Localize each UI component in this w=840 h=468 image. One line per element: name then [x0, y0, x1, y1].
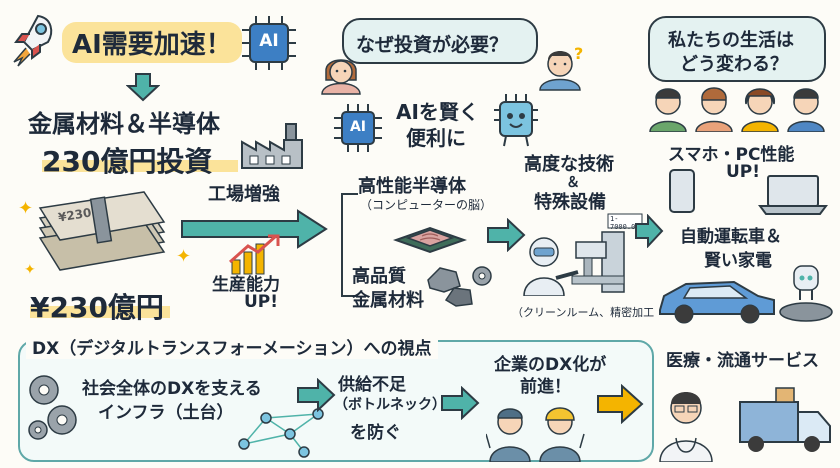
- car-line2: 賢い家電: [704, 251, 772, 271]
- branch-connector: [330, 190, 360, 304]
- why-bubble: [342, 18, 538, 64]
- sparkle-icon: ✦: [24, 262, 36, 278]
- network-icon: [234, 404, 330, 458]
- ai-line1: AIを賢く: [396, 100, 479, 124]
- tech-caption: （クリーンルーム、精密加工: [512, 306, 655, 319]
- supply-line2: （ボトルネック）: [334, 397, 446, 413]
- sparkle-icon: ✦: [176, 246, 192, 267]
- brain-chip-icon: [392, 212, 468, 256]
- pc-line1: スマホ・PC性能: [668, 145, 795, 165]
- header-title: AI需要加速！: [62, 22, 242, 63]
- right-arrow-icon: [180, 208, 330, 254]
- ai-line2: 便利に: [406, 126, 466, 150]
- investment-line1: 金属材料＆半導体: [28, 110, 220, 138]
- ai-chip-label: AI: [259, 31, 279, 51]
- sparkle-icon: ✦: [18, 198, 34, 219]
- growth-chart-icon: [226, 232, 284, 276]
- semi-line1: 高性能半導体: [358, 176, 466, 197]
- right-arrow-icon: [296, 377, 336, 416]
- family-avatars-icon: [646, 80, 832, 133]
- yellow-arrow-icon: [596, 383, 644, 428]
- semi-line2: （コンピューターの脳）: [360, 198, 493, 212]
- machine-screen-text: 1-7000.00: [610, 215, 640, 231]
- supply-line3: を防ぐ: [350, 423, 401, 443]
- medical-label: 医療・流通サービス: [666, 351, 819, 371]
- life-bubble: [648, 16, 826, 82]
- ai-chip-small-icon: AI: [332, 102, 384, 154]
- tech-line1: 高度な技術: [524, 154, 614, 175]
- tech-line2: ＆: [566, 175, 580, 191]
- car-robot-icon: [656, 260, 836, 328]
- metal-line1: 高品質: [352, 266, 406, 287]
- supply-line1: 供給不足: [338, 375, 406, 395]
- capacity-line2: UP!: [244, 292, 279, 312]
- ai-chip-small-label: AI: [349, 119, 367, 135]
- gears-icon: [24, 370, 80, 444]
- factory-icon: [238, 118, 308, 172]
- capacity-line1: 生産能力: [212, 275, 280, 295]
- right-arrow-icon: [634, 213, 664, 252]
- investment-line2: 230億円投資: [42, 145, 213, 178]
- life-question-line1: 私たちの生活は: [668, 30, 794, 51]
- pc-line2: UP!: [726, 162, 761, 182]
- metal-ore-icon: [420, 258, 500, 308]
- workers-icon: [485, 392, 586, 463]
- why-question: なぜ投資が必要？: [356, 34, 509, 56]
- ai-chip-icon: AI: [238, 12, 300, 74]
- dx-title: DX（デジタルトランスフォーメーション）への視点: [26, 334, 438, 359]
- dx-panel: [18, 340, 654, 462]
- company-line1: 企業のDX化が: [494, 355, 607, 375]
- banknote-stack-icon: ¥230: [34, 188, 170, 280]
- right-arrow-icon: [486, 217, 526, 256]
- infra-line2: インフラ（土台）: [98, 403, 234, 423]
- car-line1: 自動運転車＆: [680, 227, 782, 247]
- money-label: ¥230億円: [30, 291, 164, 324]
- infra-line1: 社会全体のDXを支える: [82, 379, 262, 399]
- down-arrow-icon: [125, 72, 161, 106]
- doctor-truck-icon: [656, 368, 836, 463]
- tech-line3: 特殊設備: [534, 192, 606, 213]
- man-avatar-icon: [534, 42, 586, 92]
- company-line2: 前進！: [520, 377, 571, 397]
- factory-label: 工場増強: [208, 184, 280, 205]
- question-mark-icon: ?: [574, 44, 584, 63]
- cleanroom-worker-icon: 1-7000.00: [516, 212, 646, 297]
- smartphone-laptop-icon: [664, 166, 830, 216]
- rocket-icon: [8, 12, 58, 68]
- right-arrow-icon: [440, 385, 480, 424]
- robot-chip-icon: [488, 90, 544, 150]
- metal-line2: 金属材料: [352, 290, 424, 311]
- life-question-line2: どう変わる？: [680, 54, 788, 75]
- woman-avatar-icon: [316, 50, 366, 98]
